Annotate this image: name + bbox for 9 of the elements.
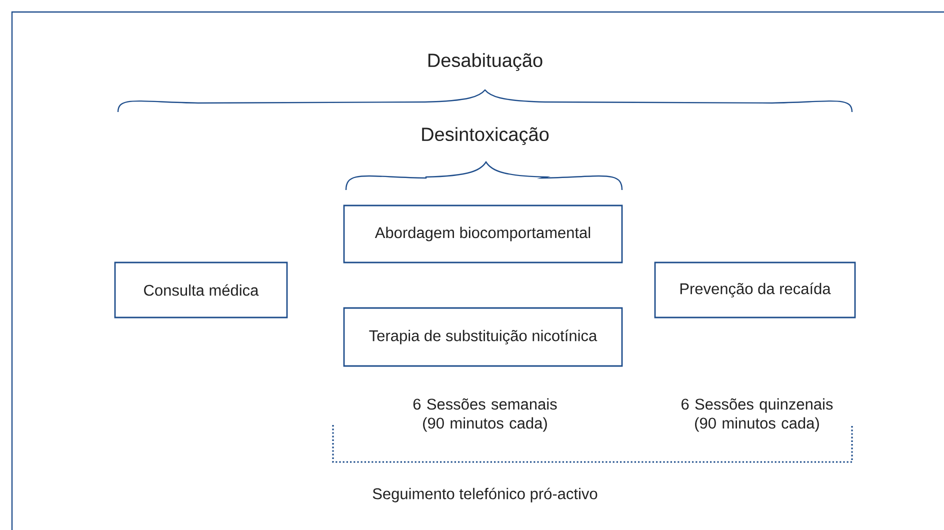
bracket-label: Seguimento telefónico pró-activo [372, 488, 598, 502]
process-box: Consulta médica [114, 262, 288, 318]
heading: Desabituação [428, 53, 542, 71]
process-box: Prevenção da recaída [654, 262, 856, 318]
heading: Desintoxicação [422, 127, 549, 145]
process-box: Terapia de substituição nicotínica [343, 307, 623, 367]
session-note: 6 Sessões quinzenais (90 minutos cada) [682, 398, 833, 432]
process-box: Abordagem biocomportamental [343, 204, 623, 264]
session-note: 6 Sessões semanais (90 minutos cada) [413, 398, 557, 432]
